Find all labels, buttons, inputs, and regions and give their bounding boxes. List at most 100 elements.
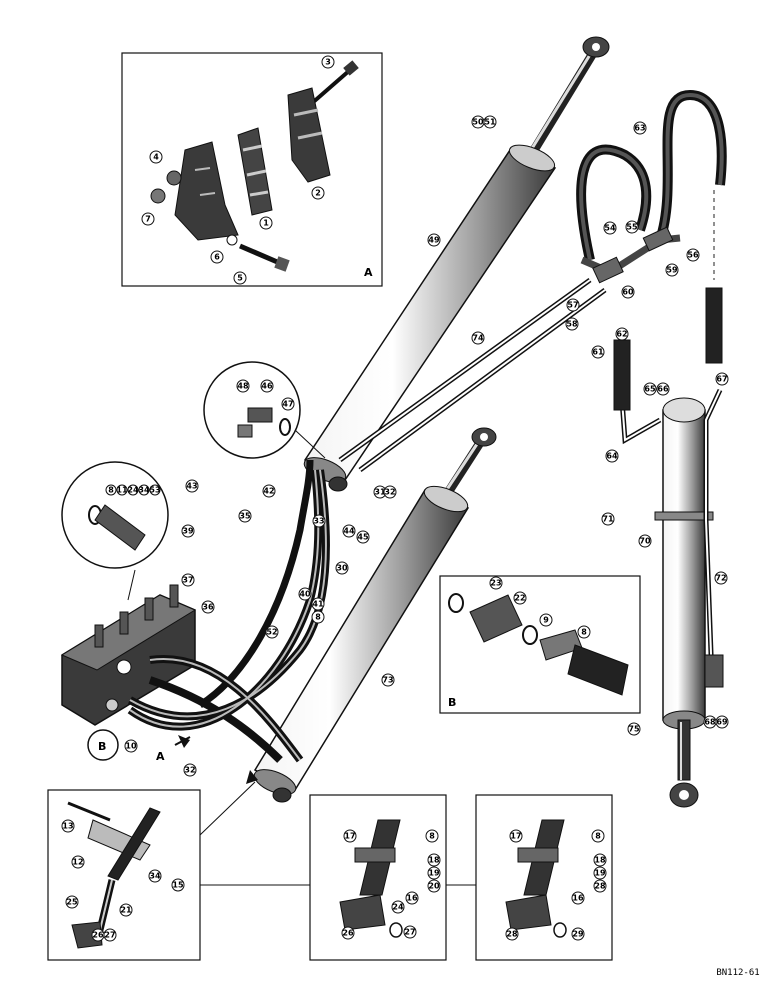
callout: 35 [238,509,252,523]
callout: 24 [391,900,405,914]
callout: 27 [103,928,117,942]
callout: 60 [621,285,635,299]
callout: 8 [311,610,325,624]
svg-text:25: 25 [66,898,78,907]
svg-text:12: 12 [72,858,83,867]
svg-text:17: 17 [344,832,355,841]
callout: 75 [627,722,641,736]
callout: 17 [343,829,357,843]
callout: 20 [427,879,441,893]
callout: 8 [105,484,117,496]
callout: 40 [298,587,312,601]
svg-text:7: 7 [145,215,151,224]
svg-text:26: 26 [92,931,104,940]
svg-text:68: 68 [704,718,716,727]
svg-text:74: 74 [472,334,484,343]
svg-text:69: 69 [716,718,728,727]
svg-text:60: 60 [622,288,634,297]
callout: 51 [483,115,497,129]
svg-text:8: 8 [581,628,587,637]
callout: 63 [633,121,647,135]
svg-text:9: 9 [543,616,549,625]
callout: 11 [116,484,128,496]
svg-text:10: 10 [125,742,137,751]
callout: 68 [703,715,717,729]
arrow-letter-a: A [156,750,165,763]
inset-panel-a: A [121,52,383,287]
callout: 37 [181,573,195,587]
callout: 25 [65,895,79,909]
callout: 62 [615,327,629,341]
callout: 64 [605,449,619,463]
callout: 19 [593,866,607,880]
callout: 69 [715,715,729,729]
svg-text:42: 42 [263,487,274,496]
inset-panel-b: B [439,575,641,714]
svg-text:26: 26 [342,929,354,938]
callout: 56 [686,248,700,262]
svg-text:8: 8 [315,613,321,622]
svg-text:29: 29 [572,930,584,939]
callout: 10 [124,739,138,753]
callout: 50 [471,115,485,129]
callout: 54 [603,221,617,235]
panel-letter-a: A [364,266,373,279]
valve-letter-b: B [98,740,106,753]
callout: 30 [335,561,349,575]
callout: 36 [201,600,215,614]
callout: 45 [356,530,370,544]
callout: 43 [185,479,199,493]
callout: 58 [565,317,579,331]
callout: 22 [513,591,527,605]
callout: 47 [281,397,295,411]
svg-text:72: 72 [715,574,726,583]
svg-text:16: 16 [406,894,418,903]
callout: 4 [149,150,163,164]
svg-text:36: 36 [202,603,214,612]
callout: 15 [171,878,185,892]
svg-text:33: 33 [313,517,324,526]
callout: 1 [259,216,273,230]
bottom-detail-right [475,794,613,961]
callout: 32 [383,485,397,499]
upper-hoses [338,89,727,473]
svg-text:57: 57 [567,301,578,310]
callout: 29 [571,927,585,941]
callout: 67 [715,372,729,386]
svg-text:63: 63 [634,124,645,133]
svg-text:8: 8 [108,486,114,495]
callout: 39 [181,524,195,538]
callout: 70 [638,534,652,548]
callout: 28 [505,927,519,941]
bottom-detail-left [47,770,258,961]
svg-text:23: 23 [490,579,501,588]
callout: 17 [509,829,523,843]
svg-text:70: 70 [639,537,651,546]
svg-text:61: 61 [592,348,604,357]
svg-text:34: 34 [149,872,161,881]
callout: 71 [601,512,615,526]
detail-circle-fitting [61,461,169,601]
svg-text:49: 49 [428,236,440,245]
svg-text:1: 1 [263,219,269,228]
panel-letter-b: B [448,696,456,709]
callout: 23 [489,576,503,590]
callout: 42 [262,484,276,498]
svg-text:35: 35 [239,512,251,521]
svg-text:67: 67 [716,375,727,384]
svg-text:16: 16 [572,894,584,903]
svg-text:21: 21 [120,906,132,915]
svg-text:5: 5 [237,274,243,283]
callout: 74 [471,331,485,345]
callout: 46 [260,379,274,393]
callout: 26 [91,928,105,942]
callout: 7 [141,212,155,226]
callout: 21 [119,903,133,917]
svg-text:39: 39 [182,527,194,536]
svg-text:50: 50 [472,118,484,127]
svg-text:2: 2 [315,189,321,198]
svg-text:65: 65 [644,385,656,394]
svg-text:34: 34 [138,486,150,495]
callout: 9 [539,613,553,627]
